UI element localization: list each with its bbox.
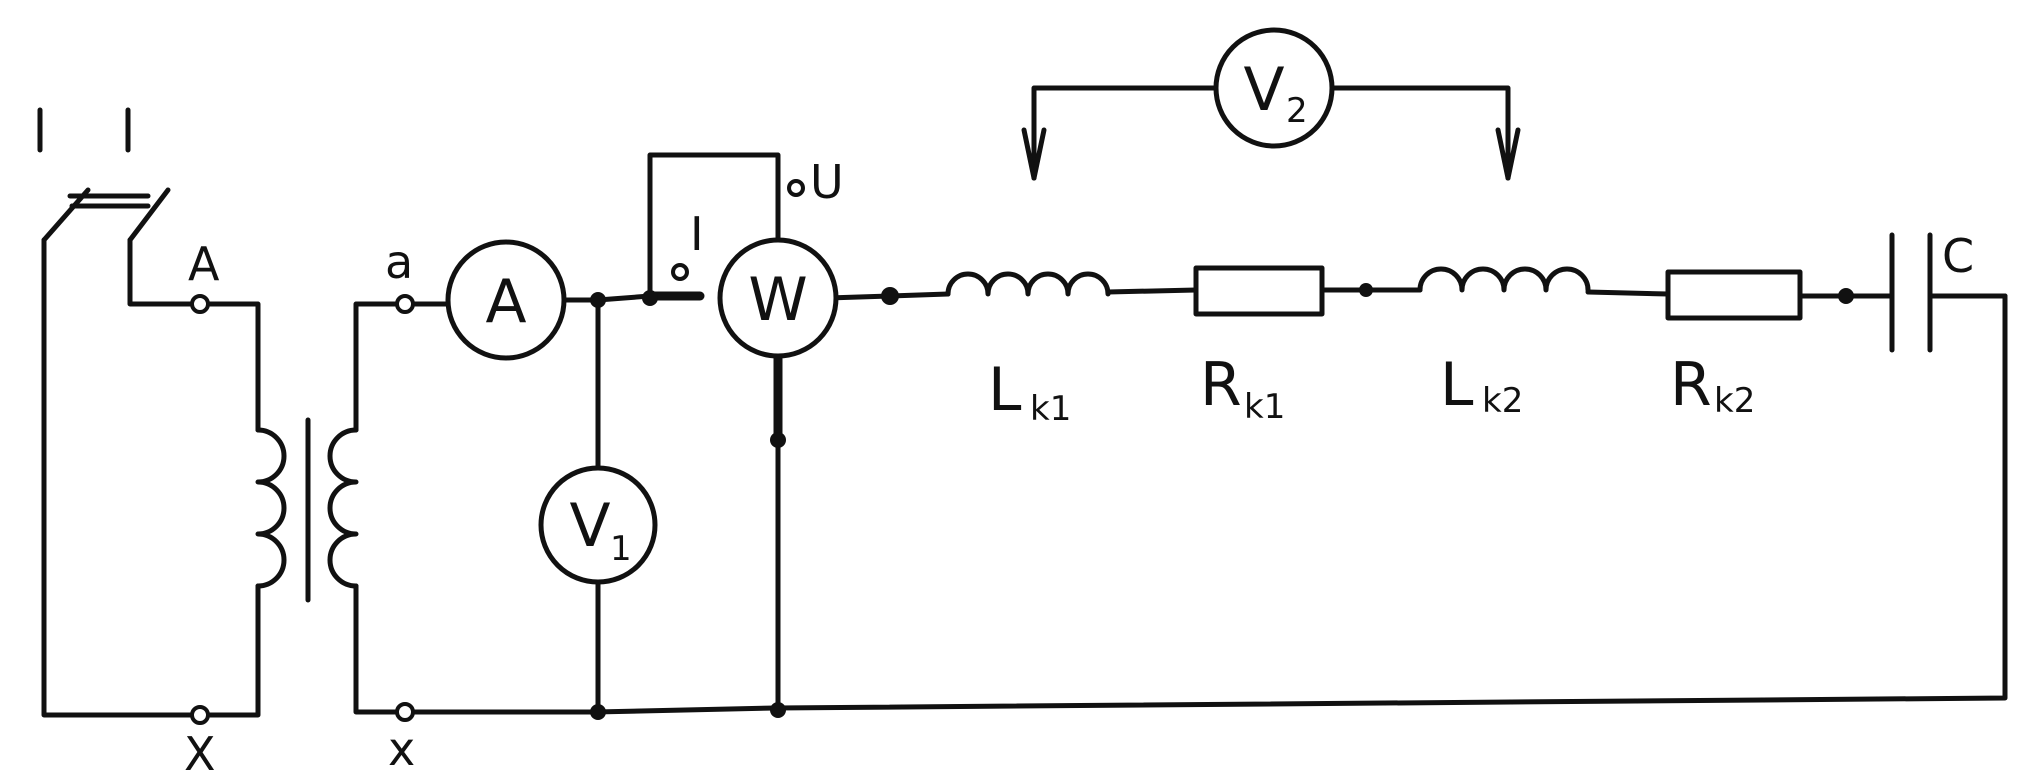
capacitor-c	[1889, 232, 1933, 353]
terminal-a-lower-label: a	[385, 235, 413, 289]
terminal-a-upper-label: A	[188, 237, 220, 291]
capacitor-label: C	[1942, 229, 1974, 283]
voltmeter2-label: V	[1243, 55, 1284, 125]
wattmeter: W	[717, 237, 839, 359]
resistor-rk1	[1193, 265, 1325, 317]
resistor1-subscript: k1	[1244, 387, 1285, 427]
voltmeter-v1: V 1	[538, 465, 658, 585]
voltmeter-v2: V 2	[1213, 27, 1335, 149]
inductor-lk2	[1417, 266, 1591, 293]
junction-dots	[590, 283, 1854, 720]
wattmeter-current-label: I	[690, 207, 704, 261]
wattmeter-current-box	[647, 152, 781, 299]
terminal-x-lower-label: x	[388, 722, 415, 776]
inductor2-label: L	[1440, 350, 1474, 420]
inductor2-subscript: k2	[1482, 381, 1523, 421]
voltmeter1-label: V	[569, 491, 610, 561]
inductor1-label: L	[988, 355, 1022, 425]
inductor1-subscript: k1	[1030, 389, 1071, 429]
wattmeter-label: W	[748, 265, 807, 335]
resistor2-label: R	[1670, 350, 1712, 420]
transformer-secondary	[327, 301, 449, 715]
ammeter: A	[445, 239, 567, 361]
terminal-x-upper-label: X	[184, 727, 216, 778]
wattmeter-voltage-label: U	[810, 155, 844, 209]
voltmeter1-subscript: 1	[610, 529, 632, 569]
resistor2-subscript: k2	[1714, 381, 1755, 421]
resistor-rk2	[1665, 269, 1803, 321]
voltmeter2-subscript: 2	[1286, 91, 1308, 131]
ammeter-label: A	[485, 267, 526, 337]
terminals	[190, 179, 805, 725]
series-wire	[563, 293, 653, 303]
resistor1-label: R	[1200, 350, 1242, 420]
inductor-lk1	[945, 271, 1111, 297]
voltmeter2-probe	[1021, 85, 1521, 181]
transformer-primary	[41, 237, 287, 718]
supply-switch	[37, 107, 171, 243]
